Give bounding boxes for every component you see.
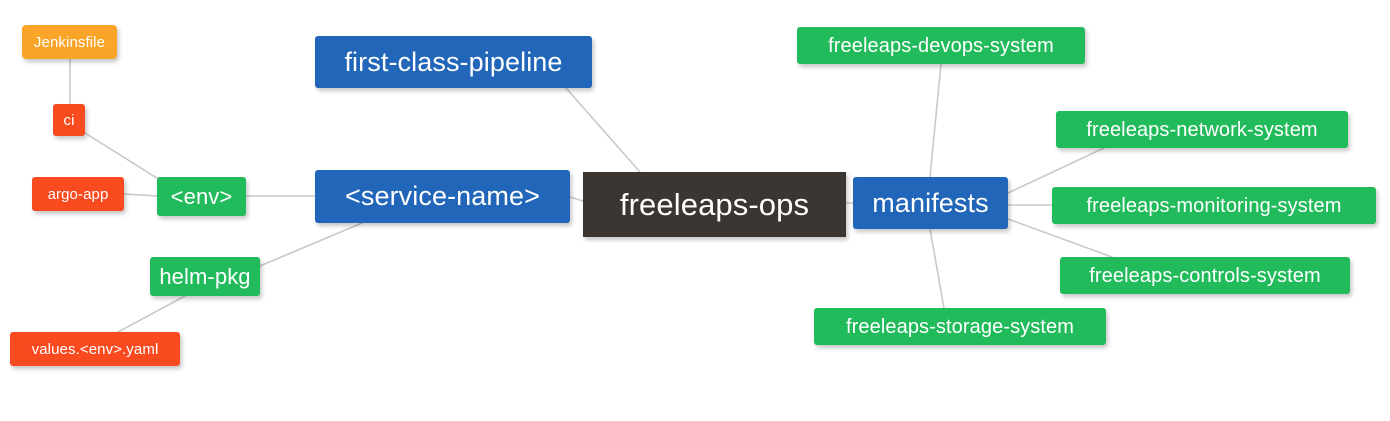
- node-label: freeleaps-storage-system: [845, 315, 1075, 338]
- node-label: first-class-pipeline: [344, 46, 563, 77]
- node-freeleaps-devops-system[interactable]: freeleaps-devops-system: [797, 27, 1085, 64]
- edge-helm-pkg-to-values-env-yaml: [117, 295, 186, 333]
- node-values-env-yaml[interactable]: values.<env>.yaml: [10, 332, 180, 366]
- node-label: values.<env>.yaml: [31, 340, 159, 358]
- node-label: freeleaps-controls-system: [1089, 264, 1321, 287]
- node-freeleaps-monitoring-system[interactable]: freeleaps-monitoring-system: [1052, 187, 1376, 224]
- edge-argo-app-to-env: [123, 193, 158, 197]
- node-label: freeleaps-ops: [619, 187, 810, 222]
- node-helm-pkg[interactable]: helm-pkg: [150, 257, 260, 296]
- node-freeleaps-controls-system[interactable]: freeleaps-controls-system: [1060, 257, 1350, 294]
- edge-manifests-to-freeleaps-devops-system: [929, 63, 942, 178]
- node-label: helm-pkg: [159, 263, 251, 289]
- edge-service-name-to-helm-pkg: [259, 222, 363, 267]
- node-label: freeleaps-devops-system: [828, 34, 1054, 57]
- node-freeleaps-network-system[interactable]: freeleaps-network-system: [1056, 111, 1348, 148]
- node-service-name[interactable]: <service-name>: [315, 170, 570, 223]
- node-label: freeleaps-network-system: [1086, 118, 1318, 141]
- edge-manifests-to-freeleaps-storage-system: [929, 228, 945, 309]
- node-env[interactable]: <env>: [157, 177, 246, 216]
- node-label: <service-name>: [345, 181, 540, 211]
- edge-first-class-pipeline-to-freeleaps-ops: [565, 87, 641, 173]
- node-label: manifests: [872, 187, 989, 218]
- node-freeleaps-ops[interactable]: freeleaps-ops: [583, 172, 846, 237]
- node-manifests[interactable]: manifests: [853, 177, 1008, 229]
- node-label: Jenkinsfile: [33, 33, 106, 51]
- edge-service-name-to-freeleaps-ops: [569, 196, 584, 202]
- node-freeleaps-storage-system[interactable]: freeleaps-storage-system: [814, 308, 1106, 345]
- node-label: <env>: [170, 183, 233, 209]
- node-argo-app[interactable]: argo-app: [32, 177, 124, 211]
- node-label: argo-app: [47, 185, 109, 203]
- edge-manifests-to-freeleaps-controls-system: [1007, 218, 1113, 258]
- node-first-class-pipeline[interactable]: first-class-pipeline: [315, 36, 592, 88]
- edge-ci-to-env: [84, 132, 161, 181]
- node-jenkinsfile[interactable]: Jenkinsfile: [22, 25, 117, 59]
- node-label: ci: [63, 111, 75, 129]
- node-ci[interactable]: ci: [53, 104, 85, 136]
- node-label: freeleaps-monitoring-system: [1086, 194, 1342, 217]
